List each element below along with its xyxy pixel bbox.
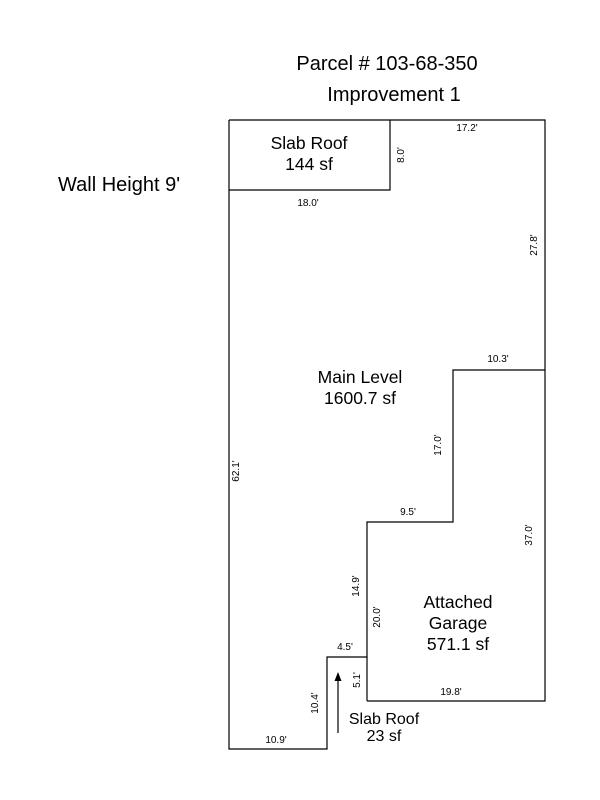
dim-9-5: 9.5': [400, 507, 416, 518]
dim-20-0: 20.0': [372, 606, 383, 628]
dim-18-0: 18.0': [297, 198, 319, 209]
slab-roof-top-outline: [229, 120, 391, 191]
main-level-area: 1600.7 sf: [323, 388, 396, 408]
dim-10-9: 10.9': [265, 735, 287, 746]
parcel-number: Parcel # 103-68-350: [296, 53, 478, 75]
garage-name-line1: Attached: [423, 592, 493, 612]
dim-5-1: 5.1': [352, 672, 363, 688]
dim-37-0: 37.0': [524, 524, 535, 546]
main-outline: [228, 119, 546, 750]
dim-8-0: 8.0': [396, 147, 407, 163]
dim-62-1: 62.1': [231, 460, 242, 482]
dim-19-8: 19.8': [440, 687, 462, 698]
dim-4-5: 4.5': [337, 642, 353, 653]
garage-name-line2: Garage: [428, 613, 488, 633]
dim-17-0: 17.0': [433, 434, 444, 456]
wall-height-label: Wall Height 9': [58, 174, 181, 196]
dim-10-4: 10.4': [310, 692, 321, 714]
garage-outline: [367, 370, 546, 702]
slab-roof-top-label: Slab Roof 144 sf: [271, 133, 348, 175]
slab-roof-top-area: 144 sf: [285, 154, 333, 174]
main-level-label: Main Level 1600.7 sf: [318, 367, 403, 409]
slab-roof-bottom-name: Slab Roof: [348, 711, 420, 728]
dim-14-9: 14.9': [351, 575, 362, 597]
improvement-label: Improvement 1: [327, 84, 461, 106]
arrow-head-icon: [334, 672, 342, 681]
garage-area: 571.1 sf: [426, 634, 490, 654]
dim-17-2: 17.2': [456, 123, 478, 134]
dim-27-8: 27.8': [529, 234, 540, 256]
slab-roof-bottom-area: 23 sf: [366, 728, 402, 745]
dim-10-3: 10.3': [487, 354, 509, 365]
slab-roof-bottom-label: Slab Roof 23 sf: [349, 711, 419, 745]
slab-roof-top-name: Slab Roof: [270, 133, 348, 153]
garage-label: Attached Garage 571.1 sf: [423, 592, 492, 655]
main-level-name: Main Level: [317, 367, 403, 387]
